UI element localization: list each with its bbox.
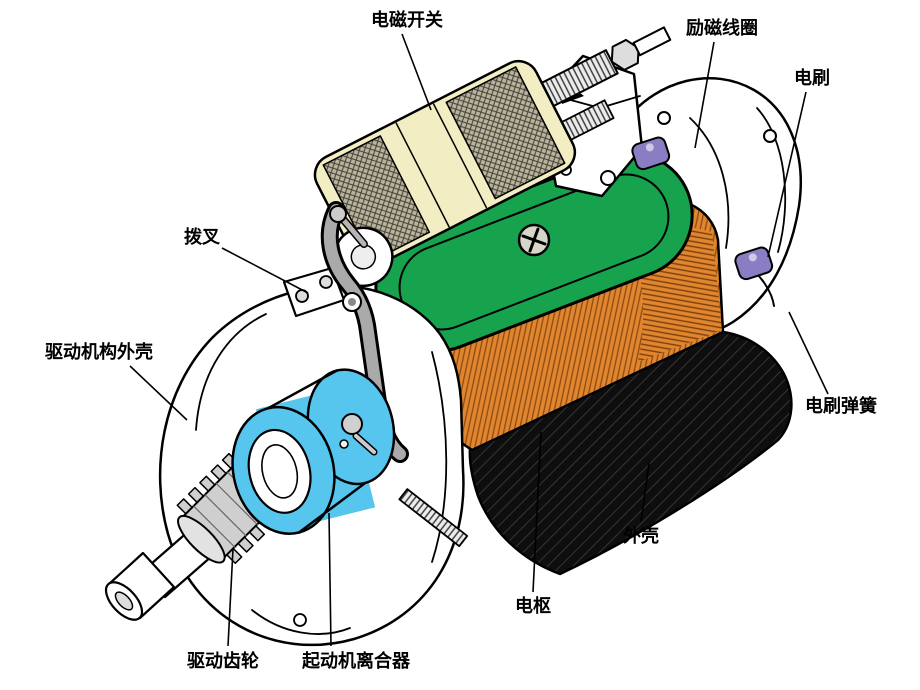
bolt-head [339,439,349,449]
hex-nut [610,38,640,71]
illustration-group [104,26,802,647]
label-field-coil: 励磁线圈 [686,17,758,38]
through-bolt [398,488,469,548]
solenoid-illustration [313,26,672,288]
shaft-end-bore [114,591,134,611]
label-drive-gear: 驱动齿轮 [187,650,259,671]
leader-starter-clutch [328,512,332,647]
stud-tip [632,26,672,57]
leader-field-coil [694,41,715,149]
end-housing-inner-arc [689,117,730,249]
solenoid-coil-window [445,66,566,200]
brush-holder-lower [734,246,774,281]
leader-drive-gear [227,548,234,647]
clutch-bore [247,428,312,514]
brush-block [631,136,671,171]
overrunning-clutch [231,368,396,535]
bolt-head [319,275,333,289]
leader-shift-fork [221,247,309,294]
label-starter-clutch: 起动机离合器 [301,650,411,671]
fork-link-pin [329,205,347,223]
leader-armature [532,431,542,593]
bolt-head [763,129,777,143]
label-brush-spring: 电刷弹簧 [805,395,877,416]
brush-holder-upper [631,136,671,171]
bolt-head [657,111,671,125]
leader-brush-spring [788,311,829,395]
bolt-head [293,613,307,627]
clutch-collar [341,413,363,435]
brush-block [734,246,774,281]
solenoid-coil-window [322,135,431,262]
clutch-bore-inner [261,444,299,499]
bolt-head [600,170,616,186]
yoke-shell-black [468,330,793,576]
plunger-cap-inner [350,244,377,270]
label-solenoid-switch: 电磁开关 [371,9,443,30]
label-shell: 外壳 [623,525,659,546]
leader-drive-housing [129,365,188,421]
cover-screw [517,223,551,257]
label-armature: 电枢 [515,595,551,616]
leader-brush [767,91,807,258]
leader-lines [129,33,829,647]
label-drive-housing: 驱动机构外壳 [45,341,153,362]
label-shift-fork: 拨叉 [184,226,221,247]
end-housing-inner-arc [756,107,787,253]
leader-shell [640,462,650,523]
gear-end-face [177,514,226,564]
leader-solenoid-switch [401,33,432,111]
labels: 电磁开关 励磁线圈 电刷 电刷弹簧 拨叉 驱动机构外壳 外壳 电枢 驱动齿轮 起… [45,9,877,671]
label-brush: 电刷 [794,67,830,88]
